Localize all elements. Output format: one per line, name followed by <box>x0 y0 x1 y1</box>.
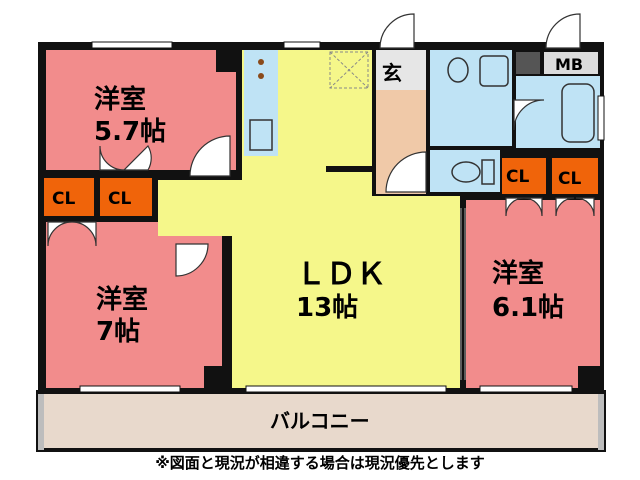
stove-burner <box>258 73 264 79</box>
meter-box-label: MB <box>555 55 583 74</box>
closet-3-label: CL <box>506 167 529 187</box>
entrance-step <box>376 50 426 90</box>
closet-3 <box>502 158 546 194</box>
western-room-3 <box>466 200 600 388</box>
stove-burner <box>258 59 264 65</box>
entrance-label: 玄 <box>382 61 402 85</box>
closet-1 <box>44 178 94 216</box>
hatched-block <box>516 52 540 74</box>
ldk-partition <box>326 166 372 172</box>
toilet-bowl <box>451 161 481 183</box>
western-room-1-name: 洋室 <box>94 84 146 115</box>
closet-2 <box>100 178 152 216</box>
balcony-label: バルコニー <box>270 409 370 433</box>
ldk-name: ＬＤＫ <box>296 257 386 292</box>
western-room-2-name: 洋室 <box>96 284 148 315</box>
balcony-rail-right <box>598 392 604 450</box>
floor-plan: 洋室 5.7帖 洋室 7帖 洋室 6.1帖 ＬＤＫ 13帖 玄 MB CL CL… <box>36 13 606 452</box>
western-room-3-size: 6.1帖 <box>492 293 564 323</box>
western-room-3-name: 洋室 <box>492 258 544 289</box>
ldk-storage <box>329 51 369 89</box>
closet-4-label: CL <box>558 169 581 189</box>
window-balcony-left <box>79 385 181 393</box>
pillar <box>204 366 224 388</box>
closet-1-label: CL <box>52 189 75 209</box>
wash-basin <box>479 55 509 87</box>
toilet-tank <box>481 159 495 185</box>
closet-2-label: CL <box>108 189 131 209</box>
window-top-kitchen <box>283 41 321 49</box>
meter-box <box>544 52 598 74</box>
ldk-floor <box>158 50 460 388</box>
kitchen-sink <box>249 119 273 151</box>
window-balcony-ldk <box>245 385 447 393</box>
washing-machine <box>447 57 469 83</box>
pillar <box>216 50 236 72</box>
window-right <box>597 95 605 141</box>
pillar <box>578 366 600 388</box>
western-room-2-size: 7帖 <box>96 317 140 347</box>
bathtub <box>561 83 595 143</box>
disclaimer-note: ※図面と現況が相違する場合は現況優先とします <box>155 454 485 472</box>
western-room-1-size: 5.7帖 <box>94 117 166 147</box>
window-top-left <box>91 41 173 49</box>
ldk-size: 13帖 <box>296 293 358 323</box>
door-swings <box>47 13 595 277</box>
window-balcony-right <box>479 385 573 393</box>
closet-4 <box>552 158 598 194</box>
balcony-rail-left <box>38 392 44 450</box>
